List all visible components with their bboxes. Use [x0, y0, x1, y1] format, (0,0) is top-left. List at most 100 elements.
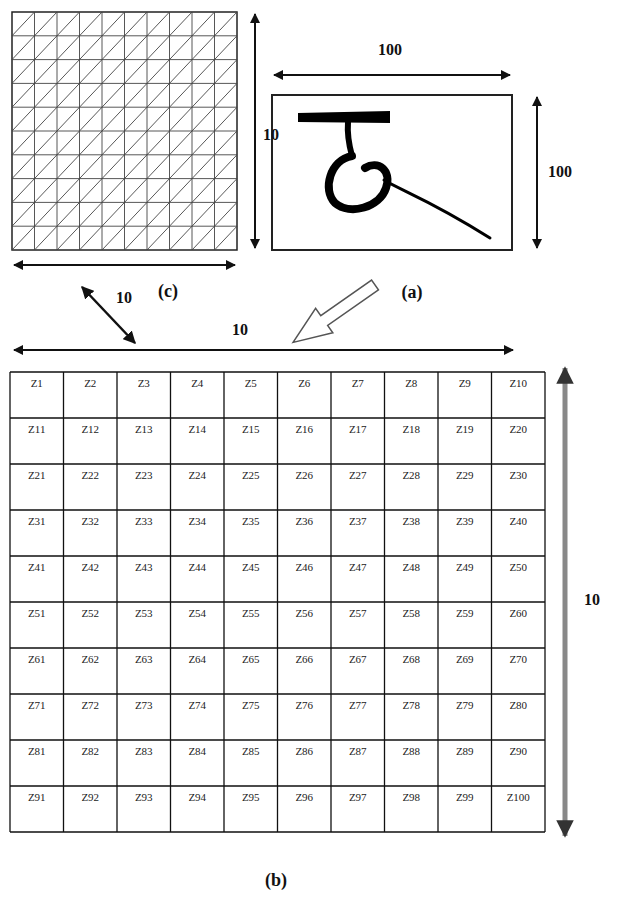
- zone-label: Z61: [28, 654, 46, 665]
- zone-label: Z36: [295, 516, 313, 527]
- zone-label: Z15: [242, 424, 260, 435]
- zone-label: Z8: [405, 378, 417, 389]
- zone-label: Z64: [188, 654, 206, 665]
- dimension-arrow: [563, 368, 568, 836]
- zone-label: Z93: [135, 792, 153, 803]
- dimension-arrow: [14, 349, 513, 351]
- dimension-label: 10: [116, 290, 132, 306]
- zone-label: Z51: [28, 608, 46, 619]
- zone-label: Z23: [135, 470, 153, 481]
- zone-label: Z79: [456, 700, 474, 711]
- zone-label: Z43: [135, 562, 153, 573]
- zone-label: Z73: [135, 700, 153, 711]
- zone-label: Z86: [295, 746, 313, 757]
- zone-label: Z99: [456, 792, 474, 803]
- dimension-label: 10: [584, 592, 600, 608]
- zone-label: Z13: [135, 424, 153, 435]
- zone-label: Z94: [188, 792, 206, 803]
- zone-label: Z4: [191, 378, 203, 389]
- dimension-arrow: [82, 287, 135, 343]
- zone-label: Z26: [295, 470, 313, 481]
- zone-label: Z9: [459, 378, 471, 389]
- hatched-grid: [12, 12, 237, 250]
- zone-label: Z83: [135, 746, 153, 757]
- zone-label: Z1: [31, 378, 43, 389]
- zone-label: Z69: [456, 654, 474, 665]
- zone-label: Z82: [81, 746, 99, 757]
- handwritten-character: [298, 111, 490, 238]
- zone-label: Z76: [295, 700, 313, 711]
- zone-label: Z62: [81, 654, 99, 665]
- zone-label: Z40: [509, 516, 527, 527]
- zone-label: Z84: [188, 746, 206, 757]
- zone-label: Z14: [188, 424, 206, 435]
- zone-label: Z24: [188, 470, 206, 481]
- zone-label: Z77: [349, 700, 367, 711]
- zone-label: Z12: [81, 424, 99, 435]
- zone-label: Z17: [349, 424, 367, 435]
- zone-label: Z68: [402, 654, 420, 665]
- zone-label: Z95: [242, 792, 260, 803]
- zone-label: Z65: [242, 654, 260, 665]
- zone-label: Z25: [242, 470, 260, 481]
- zone-label: Z88: [402, 746, 420, 757]
- zone-label: Z89: [456, 746, 474, 757]
- dimension-arrow: [254, 14, 256, 248]
- zone-label: Z49: [456, 562, 474, 573]
- hatched-grid-border: [12, 12, 237, 250]
- zone-label: Z2: [84, 378, 96, 389]
- zone-label: Z27: [349, 470, 367, 481]
- zone-label: Z47: [349, 562, 367, 573]
- panel-label: (a): [402, 283, 423, 301]
- zone-label: Z37: [349, 516, 367, 527]
- zone-label: Z52: [81, 608, 99, 619]
- zone-label: Z70: [509, 654, 527, 665]
- zone-label: Z90: [509, 746, 527, 757]
- panel-label: (b): [265, 871, 287, 889]
- zone-grid: [10, 372, 545, 832]
- panel-label: (c): [158, 282, 178, 300]
- zone-label: Z80: [509, 700, 527, 711]
- dimension-label: 100: [378, 42, 402, 58]
- zone-label: Z67: [349, 654, 367, 665]
- zone-label: Z100: [507, 792, 530, 803]
- zone-label: Z59: [456, 608, 474, 619]
- zone-label: Z20: [509, 424, 527, 435]
- zone-label: Z16: [295, 424, 313, 435]
- zone-label: Z34: [188, 516, 206, 527]
- zone-label: Z28: [402, 470, 420, 481]
- zone-label: Z38: [402, 516, 420, 527]
- zone-label: Z54: [188, 608, 206, 619]
- zone-label: Z57: [349, 608, 367, 619]
- zone-label: Z81: [28, 746, 46, 757]
- zone-label: Z10: [509, 378, 527, 389]
- zone-label: Z98: [402, 792, 420, 803]
- zone-label: Z56: [295, 608, 313, 619]
- zone-label: Z78: [402, 700, 420, 711]
- zone-label: Z97: [349, 792, 367, 803]
- zone-label: Z75: [242, 700, 260, 711]
- character-image-frame: [272, 95, 512, 250]
- zone-label: Z39: [456, 516, 474, 527]
- zone-label: Z46: [295, 562, 313, 573]
- zone-label: Z48: [402, 562, 420, 573]
- dimension-label: 100: [548, 164, 572, 180]
- zone-label: Z29: [456, 470, 474, 481]
- zone-label: Z60: [509, 608, 527, 619]
- dimension-arrow: [536, 97, 538, 248]
- zone-label: Z11: [28, 424, 45, 435]
- zone-label: Z7: [352, 378, 364, 389]
- zone-label: Z55: [242, 608, 260, 619]
- zone-label: Z3: [138, 378, 150, 389]
- zone-label: Z31: [28, 516, 46, 527]
- zone-label: Z41: [28, 562, 46, 573]
- zone-label: Z30: [509, 470, 527, 481]
- zone-label: Z74: [188, 700, 206, 711]
- zone-label: Z33: [135, 516, 153, 527]
- zone-label: Z6: [298, 378, 310, 389]
- zone-label: Z21: [28, 470, 46, 481]
- zone-label: Z92: [81, 792, 99, 803]
- dimension-label: 10: [263, 127, 279, 143]
- zone-label: Z63: [135, 654, 153, 665]
